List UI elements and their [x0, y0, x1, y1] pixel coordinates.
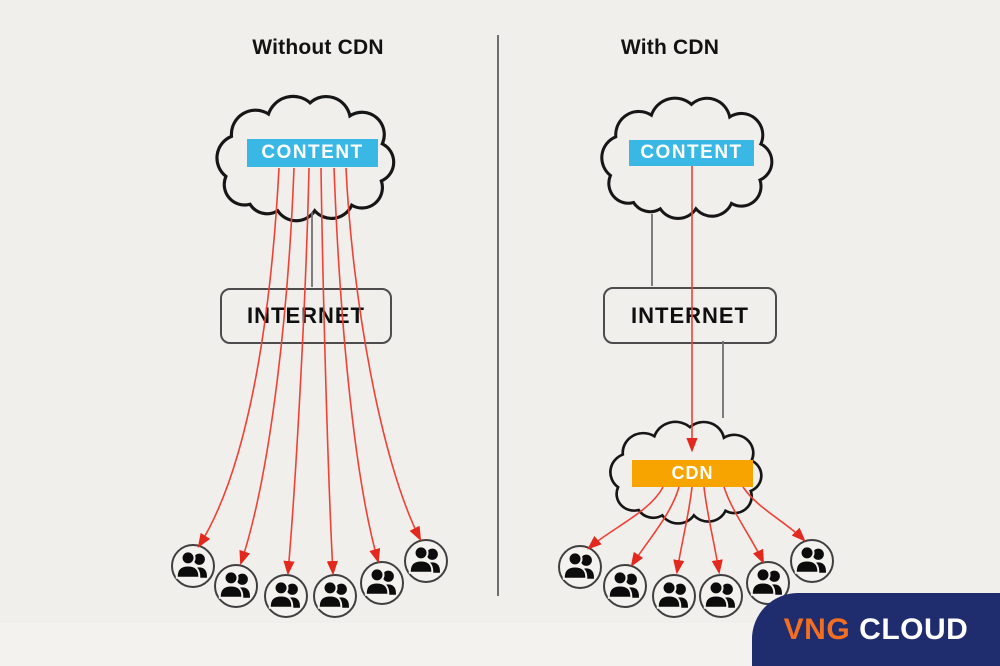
- user-group: [790, 539, 834, 583]
- user-group: [360, 561, 404, 605]
- content-box-left: CONTENT: [247, 139, 378, 167]
- user-group: [214, 564, 258, 608]
- user-group: [404, 539, 448, 583]
- user-groups-right: [558, 539, 834, 618]
- user-group: [603, 564, 647, 608]
- content-box-right: CONTENT: [629, 140, 754, 166]
- internet-box-right: INTERNET: [603, 287, 777, 344]
- internet-box-left: INTERNET: [220, 288, 392, 344]
- user-group: [171, 544, 215, 588]
- user-group: [652, 574, 696, 618]
- logo-brand-text: VNG: [783, 612, 851, 646]
- title-with-cdn: With CDN: [620, 36, 720, 59]
- user-group: [264, 574, 308, 618]
- cdn-box: CDN: [632, 460, 753, 487]
- logo-product-text: CLOUD: [859, 612, 969, 646]
- user-group: [313, 574, 357, 618]
- title-without-cdn: Without CDN: [252, 36, 384, 59]
- user-group: [558, 545, 602, 589]
- vng-cloud-logo: VNG CLOUD: [752, 593, 1000, 666]
- user-group: [699, 574, 743, 618]
- user-groups-left: [171, 539, 448, 618]
- panel-divider: [497, 35, 499, 596]
